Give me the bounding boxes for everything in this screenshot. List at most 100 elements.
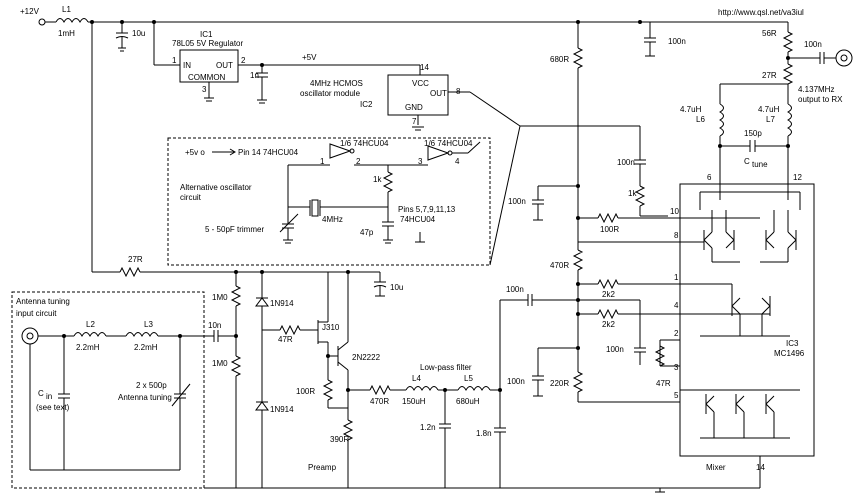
l5-label: L5 xyxy=(464,374,473,383)
r1m-top-label: 1M0 xyxy=(212,293,228,302)
lpf-label: Low-pass filter xyxy=(420,363,472,372)
c150p-label: 150p xyxy=(744,129,762,138)
r47gate-label: 47R xyxy=(278,335,293,344)
alt-p2: 2 xyxy=(356,157,361,166)
inductor-l5 xyxy=(457,386,491,392)
r680-label: 680R xyxy=(550,55,569,64)
r1k-alt-label: 1k xyxy=(373,175,382,184)
c100n-mid-label: 100n xyxy=(606,345,624,354)
l3-label: L3 xyxy=(144,320,153,329)
supply-label: +12V xyxy=(20,7,40,16)
cin-note: (see text) xyxy=(36,403,70,412)
c18n-label: 1.8n xyxy=(476,429,492,438)
mix-p8: 8 xyxy=(674,231,679,240)
mix-p14: 14 xyxy=(756,463,765,472)
c12n-label: 1.2n xyxy=(420,423,436,432)
r1m-bot-label: 1M0 xyxy=(212,359,228,368)
mix-p1: 1 xyxy=(674,273,679,282)
ic2-out: OUT xyxy=(430,89,447,98)
c100n-coup-label: 100n xyxy=(506,285,524,294)
q2n2222-label: 2N2222 xyxy=(352,353,381,362)
alt-pin14: +5v o xyxy=(185,148,205,157)
antenna-title2: input circuit xyxy=(16,309,57,318)
antenna-connector xyxy=(21,327,39,345)
ic2-p14: 14 xyxy=(420,63,429,72)
r2k2b-label: 2k2 xyxy=(602,320,615,329)
mix-p5: 5 xyxy=(674,391,679,400)
l3-value: 2.2mH xyxy=(134,343,158,352)
mix-p12: 12 xyxy=(793,173,802,182)
d1-label: 1N914 xyxy=(270,299,294,308)
cin-label: C xyxy=(38,389,44,398)
output-connector xyxy=(835,49,853,67)
ic1-p2: 2 xyxy=(241,56,246,65)
alt-title2: circuit xyxy=(180,193,202,202)
output-dest: output to RX xyxy=(798,95,843,104)
url-label: http://www.qsl.net/va3iul xyxy=(718,8,804,17)
antenna-tuning-box xyxy=(11,291,205,489)
c100n-low-label: 100n xyxy=(507,377,525,386)
alt-pins2: 74HCU04 xyxy=(400,215,436,224)
ic1-p1: 1 xyxy=(172,56,177,65)
rail-5v-label: +5V xyxy=(302,53,317,62)
c100n-left-label: 100n xyxy=(508,197,526,206)
alt-title1: Alternative oscillator xyxy=(180,183,252,192)
r100src-label: 100R xyxy=(296,387,315,396)
ic2-name: IC2 xyxy=(360,100,373,109)
l4-value: 150uH xyxy=(402,397,426,406)
ic2-gnd: GND xyxy=(405,103,423,112)
trimmer-arrow xyxy=(279,213,299,233)
ic1-name: IC1 xyxy=(200,30,213,39)
alt-p1: 1 xyxy=(320,157,325,166)
cin-sub: in xyxy=(46,392,52,401)
r47mix-label: 47R xyxy=(656,379,671,388)
antenna-cap-value: 2 x 500p xyxy=(136,381,167,390)
mix-p2: 2 xyxy=(674,329,679,338)
inductor-l6 xyxy=(718,103,724,137)
l6-value: 4.7uH xyxy=(680,105,702,114)
preamp-label: Preamp xyxy=(308,463,337,472)
ic1-p3: 3 xyxy=(202,85,207,94)
ic2-p7: 7 xyxy=(412,117,417,126)
r56-label: 56R xyxy=(762,29,777,38)
r220-label: 220R xyxy=(550,379,569,388)
alt-pins1: Pins 5,7,9,11,13 xyxy=(398,205,456,214)
r470lpf-label: 470R xyxy=(370,397,389,406)
inductor-l7 xyxy=(786,103,792,137)
l7-value: 4.7uH xyxy=(758,105,780,114)
alt-gate2 xyxy=(427,145,450,161)
ctune-label: C xyxy=(744,157,750,166)
alt-gate2-label: 1/6 74HCU04 xyxy=(424,139,473,148)
l1-label: L1 xyxy=(62,5,71,14)
ic2-desc1: 4MHz HCMOS xyxy=(310,79,363,88)
r2k2a-label: 2k2 xyxy=(602,290,615,299)
r1k-label: 1k xyxy=(628,189,637,198)
ic3-mixer xyxy=(679,183,815,457)
mix-p6: 6 xyxy=(707,173,712,182)
r27bias-label: 27R xyxy=(128,255,143,264)
c47p-label: 47p xyxy=(360,228,374,237)
supply-terminal xyxy=(38,18,46,26)
inductor-l3 xyxy=(125,332,159,338)
l5-value: 680uH xyxy=(456,397,480,406)
r100-label: 100R xyxy=(600,225,619,234)
ic3-desc: MC1496 xyxy=(774,349,805,358)
l2-value: 2.2mH xyxy=(76,343,100,352)
mix-p3: 3 xyxy=(674,363,679,372)
l6-label: L6 xyxy=(696,115,705,124)
l4-label: L4 xyxy=(412,374,421,383)
alt-p3: 3 xyxy=(418,157,423,166)
ic3-name: IC3 xyxy=(786,339,799,348)
crystal xyxy=(311,199,319,217)
trimmer-label: 5 - 50pF trimmer xyxy=(205,225,264,234)
r470-label: 470R xyxy=(550,261,569,270)
ctune-sub: tune xyxy=(752,160,768,169)
r27out-label: 27R xyxy=(762,71,777,80)
c1n-label: 1n xyxy=(250,71,259,80)
diode-d1 xyxy=(255,297,269,307)
mix-p10: 10 xyxy=(670,207,679,216)
l1-value: 1mH xyxy=(58,29,75,38)
ic1-pin-out: OUT xyxy=(216,61,233,70)
c100n-osc-label: 100n xyxy=(617,158,635,167)
